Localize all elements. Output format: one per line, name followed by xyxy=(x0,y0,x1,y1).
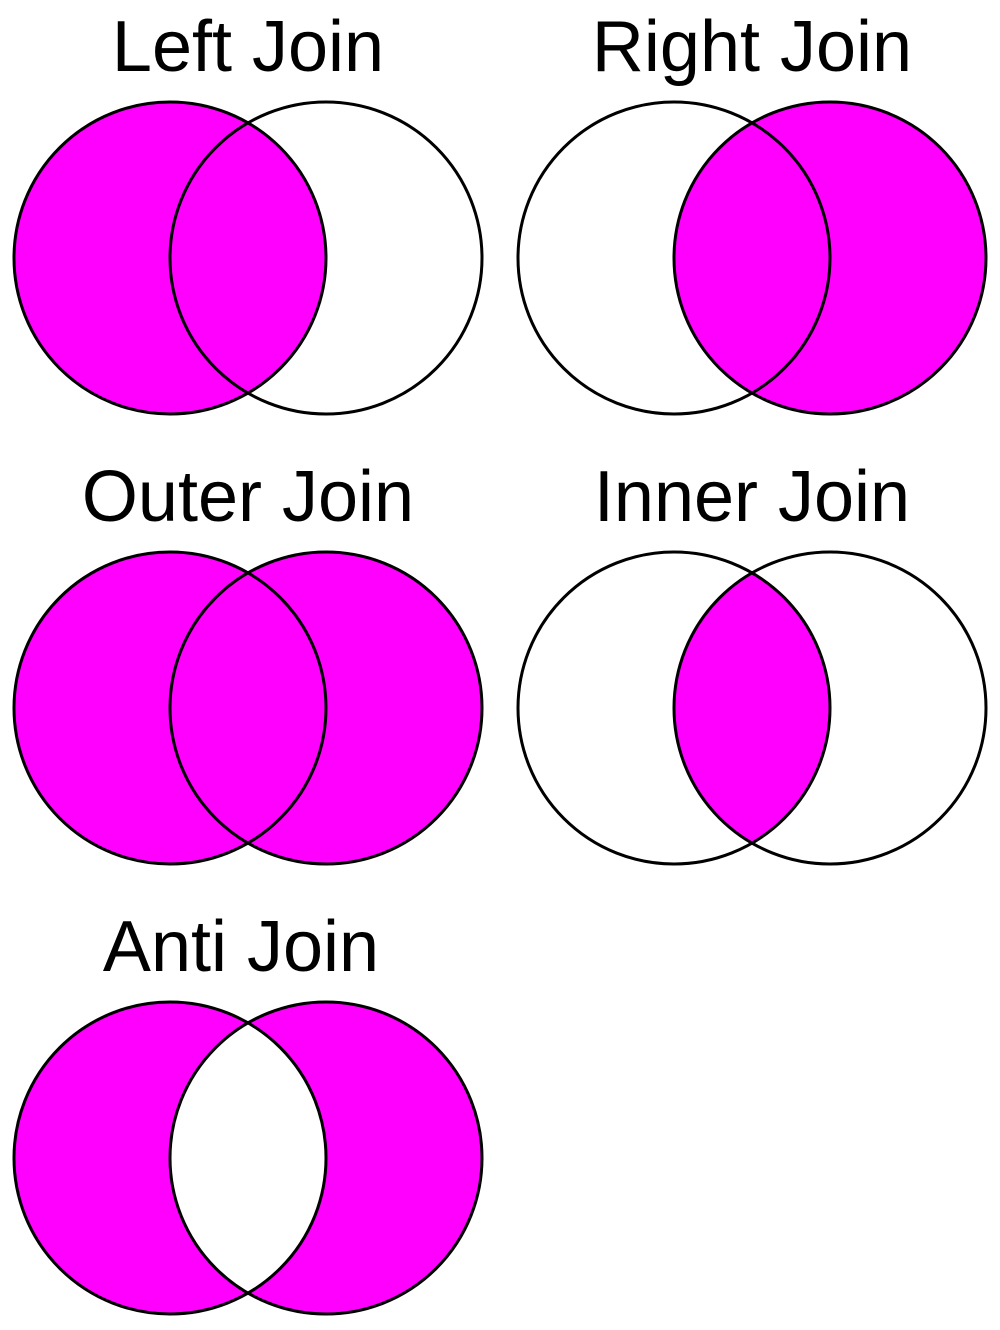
diagram-title: Left Join xyxy=(112,7,384,87)
left-set-circle xyxy=(516,550,832,866)
diagram-title: Right Join xyxy=(592,7,912,87)
venn-inner-join: Inner Join xyxy=(516,457,988,866)
intersection-cutout xyxy=(170,1002,326,1314)
right-set-circle xyxy=(168,1000,484,1316)
right-set-circle xyxy=(168,550,484,866)
diagram-title: Anti Join xyxy=(103,907,379,987)
right-set-circle xyxy=(672,100,988,416)
venn-outer-join: Outer Join xyxy=(12,457,484,866)
left-set-circle xyxy=(12,100,328,416)
left-set-circle xyxy=(12,1000,328,1316)
right-set-circle xyxy=(168,100,484,416)
diagram-title: Outer Join xyxy=(82,457,414,537)
venn-left-join: Left Join xyxy=(12,7,484,416)
venn-right-join: Right Join xyxy=(516,7,988,416)
intersection-fill xyxy=(674,552,830,864)
left-set-circle xyxy=(516,100,832,416)
right-set-circle xyxy=(672,550,988,866)
left-set-circle xyxy=(12,550,328,866)
diagram-title: Inner Join xyxy=(594,457,910,537)
venn-anti-join: Anti Join xyxy=(12,907,484,1316)
